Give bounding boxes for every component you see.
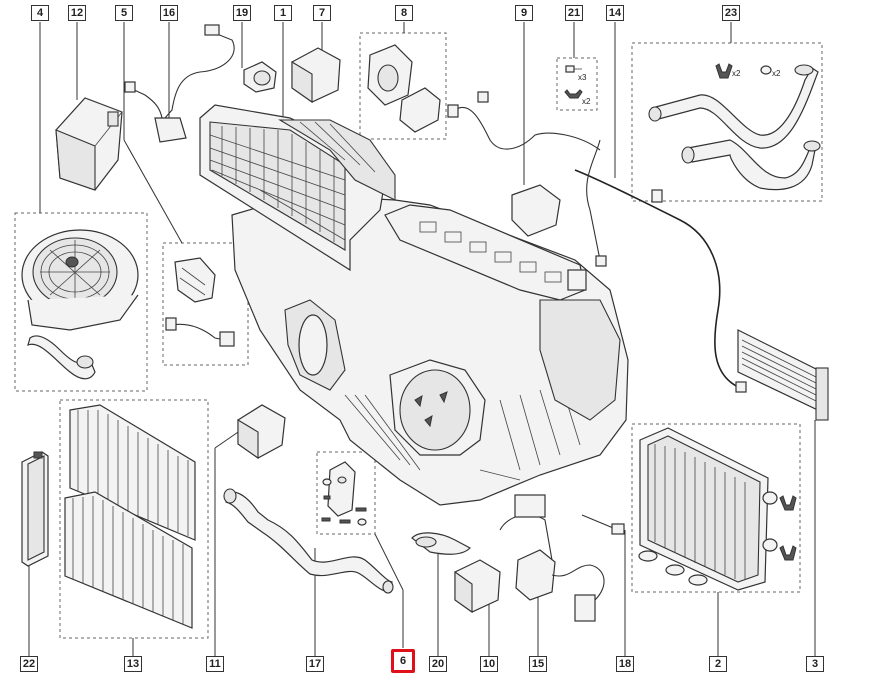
part-5-resistor[interactable] [165,257,235,347]
part-20-duct-adapter[interactable] [411,532,471,555]
callout-6[interactable]: 6 [391,649,415,673]
callout-1[interactable]: 1 [274,5,292,21]
callout-13[interactable]: 13 [124,656,142,672]
part-14-harness[interactable] [574,139,747,393]
callout-7[interactable]: 7 [313,5,331,21]
callout-15[interactable]: 15 [529,656,547,672]
part-22-filter-frame[interactable] [21,451,49,567]
callout-4[interactable]: 4 [31,5,49,21]
callout-12[interactable]: 12 [68,5,86,21]
part-10-actuator[interactable] [454,559,501,614]
part-15-regulator[interactable] [499,494,605,622]
part-13-cabin-filters[interactable] [64,404,196,629]
part-17-drain-hose[interactable] [223,488,394,594]
part-6-expansion-valve[interactable] [321,461,367,526]
callout-8[interactable]: 8 [395,5,413,21]
callout-2[interactable]: 2 [709,656,727,672]
callout-20[interactable]: 20 [429,656,447,672]
part-23-pipes[interactable]: x2 x2 [648,63,821,191]
group-box-5 [162,242,249,366]
part-3-heater-core[interactable] [737,329,829,421]
part-11-actuator[interactable] [237,404,286,460]
callout-3[interactable]: 3 [806,656,824,672]
group-box-8 [359,32,447,140]
group-box-2 [631,423,801,593]
callout-11[interactable]: 11 [206,656,224,672]
callout-16[interactable]: 16 [160,5,178,21]
leader-lines [28,22,816,656]
callout-5[interactable]: 5 [115,5,133,21]
part-4-blower-motor[interactable] [21,229,139,380]
callout-23[interactable]: 23 [722,5,740,21]
callout-21[interactable]: 21 [565,5,583,21]
group-box-21 [556,57,598,111]
callout-10[interactable]: 10 [480,656,498,672]
part-21-screws-clips[interactable]: x3 x2 [564,65,591,106]
qty-screws: x3 [578,73,587,82]
part-16-harness[interactable] [124,24,235,143]
callout-17[interactable]: 17 [306,656,324,672]
group-box-6 [316,451,376,535]
part-19-actuator[interactable] [243,61,277,93]
part-18-temp-sensor[interactable] [581,514,625,535]
part-2-evaporator[interactable] [638,427,797,591]
qty-orings-23: x2 [772,69,781,78]
part-12-control-module[interactable] [55,97,123,191]
part-9-actuator[interactable] [447,91,601,237]
qty-clips-21: x2 [582,97,591,106]
callout-22[interactable]: 22 [20,656,38,672]
callout-19[interactable]: 19 [233,5,251,21]
qty-clips-23: x2 [732,69,741,78]
part-8-flap-actuators[interactable] [367,44,441,133]
group-box-13 [59,399,209,639]
callout-18[interactable]: 18 [616,656,634,672]
callout-14[interactable]: 14 [606,5,624,21]
group-box-4 [14,212,148,392]
part-1-hvac-housing[interactable] [199,104,629,506]
callout-9[interactable]: 9 [515,5,533,21]
part-7-actuator-motor[interactable] [291,47,341,104]
